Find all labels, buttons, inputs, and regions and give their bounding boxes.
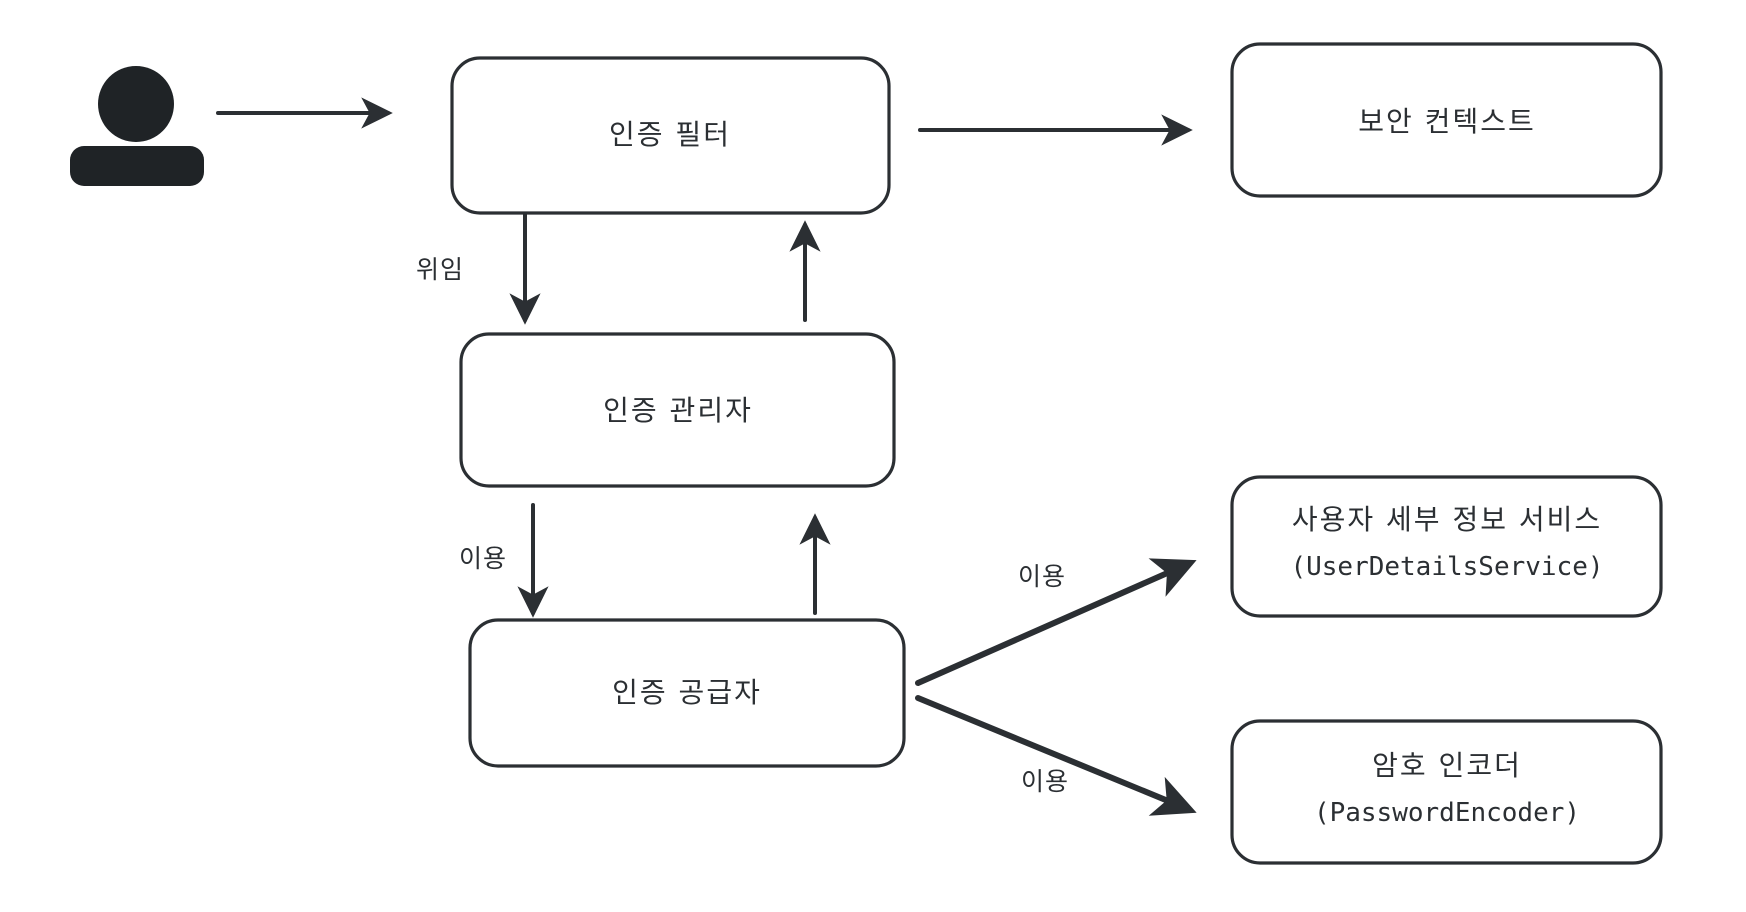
node-auth-filter-label: 인증 필터: [609, 118, 731, 151]
edge-label-use-manager-provider: 이용: [459, 544, 507, 573]
node-auth-manager[interactable]: 인증 관리자: [459, 332, 896, 488]
edge-label-delegate: 위임: [416, 255, 464, 284]
node-user-details-service[interactable]: 사용자 세부 정보 서비스 (UserDetailsService): [1230, 475, 1663, 618]
node-user-details-service-box[interactable]: [1230, 475, 1663, 618]
person-icon-head: [98, 66, 174, 142]
node-auth-filter-box[interactable]: [450, 56, 891, 215]
node-password-encoder[interactable]: 암호 인코더 (PasswordEncoder): [1230, 719, 1663, 865]
node-security-context-label: 보안 컨텍스트: [1358, 105, 1535, 138]
edge-manager-to-provider: 이용: [459, 503, 549, 618]
node-security-context[interactable]: 보안 컨텍스트: [1230, 42, 1663, 198]
edge-label-use-userdetails: 이용: [1018, 562, 1066, 591]
edge-label-use-encoder: 이용: [1021, 767, 1069, 796]
edge-provider-to-userdetails: 이용: [915, 558, 1197, 686]
node-security-context-box[interactable]: [1230, 42, 1663, 198]
node-auth-provider-label: 인증 공급자: [612, 676, 762, 709]
node-auth-manager-label: 인증 관리자: [603, 394, 753, 427]
node-auth-filter[interactable]: 인증 필터: [450, 56, 891, 215]
node-user-details-service-label-line2: (UserDetailsService): [1290, 552, 1603, 582]
node-user-details-service-label-line1: 사용자 세부 정보 서비스: [1292, 503, 1602, 536]
person-icon-body: [70, 146, 204, 186]
edge-provider-to-encoder: 이용: [915, 695, 1197, 816]
node-auth-provider[interactable]: 인증 공급자: [468, 618, 906, 768]
user-actor: [70, 66, 204, 186]
edge-filter-to-manager: 위임: [416, 211, 541, 325]
node-auth-provider-box[interactable]: [468, 618, 906, 768]
node-auth-manager-box[interactable]: [459, 332, 896, 488]
node-password-encoder-box[interactable]: [1230, 719, 1663, 865]
node-password-encoder-label-line2: (PasswordEncoder): [1314, 798, 1580, 828]
node-password-encoder-label-line1: 암호 인코더: [1372, 749, 1522, 782]
